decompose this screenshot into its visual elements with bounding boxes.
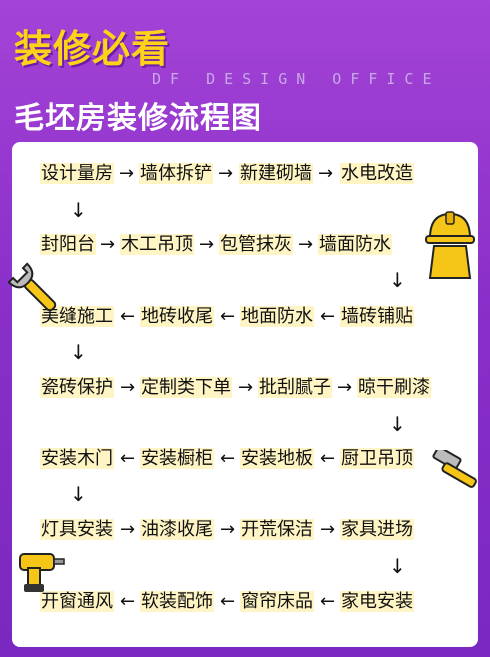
arrow-right-icon: →: [218, 163, 234, 184]
arrow-left-icon: ←: [120, 306, 136, 327]
flow-step: 新建砌墙: [239, 163, 313, 184]
flow-step: 水电改造: [340, 163, 414, 184]
arrow-right-icon: →: [318, 163, 334, 184]
arrow-down-icon: ↓: [70, 198, 87, 222]
arrow-right-icon: →: [120, 519, 136, 540]
arrow-left-icon: ←: [320, 591, 336, 612]
arrow-right-icon: →: [320, 519, 336, 540]
arrow-right-icon: →: [337, 377, 353, 398]
arrow-left-icon: ←: [220, 448, 236, 469]
flow-step: 墙砖铺贴: [340, 306, 414, 327]
drill-icon: [19, 553, 65, 592]
flow-step: 晾干刷漆: [357, 377, 431, 398]
flow-step: 软装配饰: [140, 591, 214, 612]
hardhat-icon: [425, 211, 475, 279]
flow-row: 封阳台 → 木工吊顶 → 包管抹灰 → 墙面防水: [12, 228, 478, 262]
arrow-left-icon: ←: [220, 591, 236, 612]
flow-step: 家具进场: [340, 519, 414, 540]
arrow-left-icon: ←: [320, 306, 336, 327]
flowchart-card: 设计量房 → 墙体拆铲 → 新建砌墙 → 水电改造 ↓ 封阳台 → 木工吊顶 →…: [12, 142, 478, 647]
flow-step: 地面防水: [240, 306, 314, 327]
wrench-icon: [8, 262, 57, 312]
arrow-left-icon: ←: [120, 448, 136, 469]
arrow-down-icon: ↓: [70, 482, 87, 506]
flow-step: 封阳台: [40, 234, 96, 255]
arrow-left-icon: ←: [320, 448, 336, 469]
arrow-right-icon: →: [238, 377, 254, 398]
watermark-text: DF DESIGN OFFICE: [152, 70, 441, 88]
hammer-icon: [432, 450, 477, 488]
flow-step: 安装木门: [40, 448, 114, 469]
arrow-right-icon: →: [220, 519, 236, 540]
arrow-right-icon: →: [120, 377, 136, 398]
page-title: 装修必看: [14, 27, 171, 71]
flow-row: 灯具安装 → 油漆收尾 → 开荒保洁 → 家具进场: [12, 513, 478, 547]
flow-step: 开窗通风: [40, 591, 114, 612]
arrow-left-icon: ←: [120, 591, 136, 612]
flow-row: 开窗通风 ← 软装配饰 ← 窗帘床品 ← 家电安装: [12, 585, 478, 619]
flow-step: 美缝施工: [40, 306, 114, 327]
flow-step: 定制类下单: [140, 377, 232, 398]
arrow-right-icon: →: [100, 234, 116, 255]
flow-step: 墙体拆铲: [139, 163, 213, 184]
arrow-down-icon: ↓: [70, 340, 87, 364]
page-subtitle: 毛坯房装修流程图: [14, 101, 262, 136]
flow-step: 批刮腻子: [258, 377, 332, 398]
flow-step: 家电安装: [340, 591, 414, 612]
flow-step: 包管抹灰: [219, 234, 293, 255]
flow-step: 设计量房: [40, 163, 114, 184]
flow-step: 油漆收尾: [140, 519, 214, 540]
arrow-down-icon: ↓: [389, 554, 406, 578]
flow-step: 墙面防水: [318, 234, 392, 255]
flow-row: 瓷砖保护 → 定制类下单 → 批刮腻子 → 晾干刷漆: [12, 371, 478, 405]
arrow-down-icon: ↓: [389, 268, 406, 292]
arrow-right-icon: →: [119, 163, 135, 184]
arrow-down-icon: ↓: [389, 412, 406, 436]
flow-row: 安装木门 ← 安装橱柜 ← 安装地板 ← 厨卫吊顶: [12, 442, 478, 476]
flow-step: 安装橱柜: [140, 448, 214, 469]
flow-step: 窗帘床品: [240, 591, 314, 612]
flow-step: 木工吊顶: [120, 234, 194, 255]
flow-row: 美缝施工 ← 地砖收尾 ← 地面防水 ← 墙砖铺贴: [12, 300, 478, 334]
flow-step: 地砖收尾: [140, 306, 214, 327]
flow-step: 瓷砖保护: [40, 377, 114, 398]
flow-step: 安装地板: [240, 448, 314, 469]
flow-step: 厨卫吊顶: [340, 448, 414, 469]
flow-step: 开荒保洁: [240, 519, 314, 540]
arrow-right-icon: →: [298, 234, 314, 255]
arrow-right-icon: →: [199, 234, 215, 255]
flow-row: 设计量房 → 墙体拆铲 → 新建砌墙 → 水电改造: [12, 157, 478, 191]
flow-step: 灯具安装: [40, 519, 114, 540]
arrow-left-icon: ←: [220, 306, 236, 327]
